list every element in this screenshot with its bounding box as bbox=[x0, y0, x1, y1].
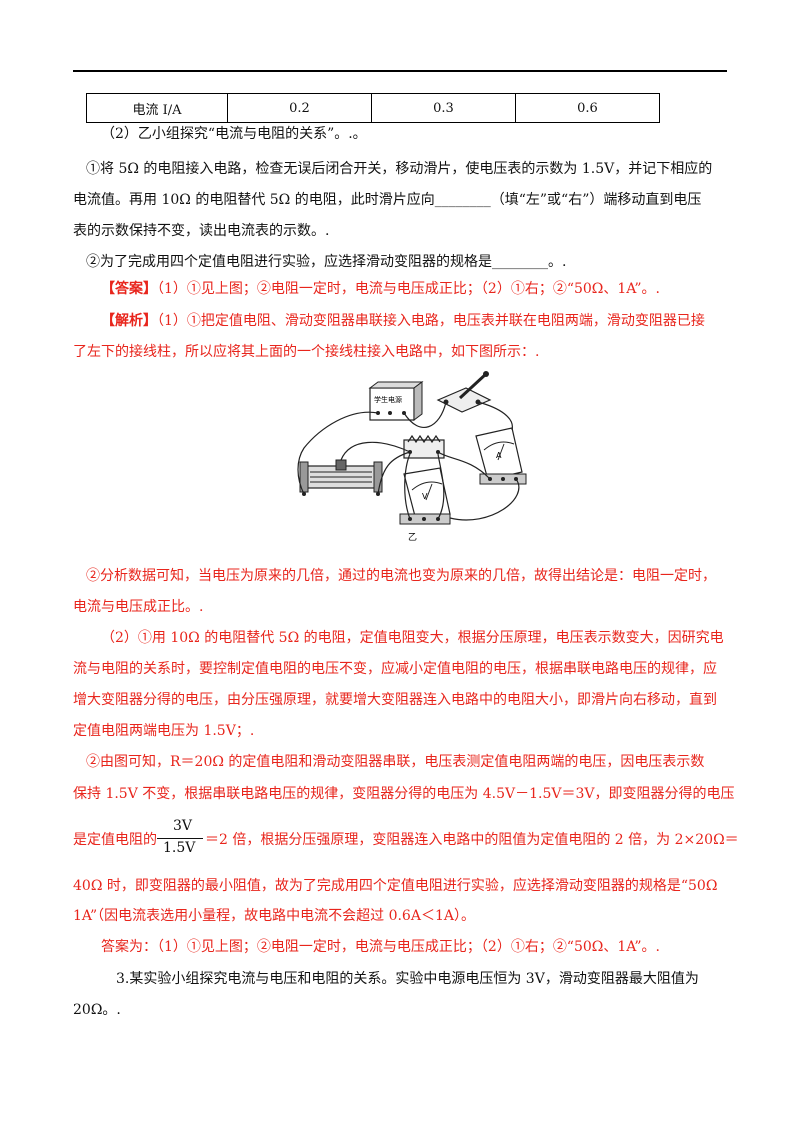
fraction-bar bbox=[157, 838, 203, 839]
table-cell: 0.3 bbox=[371, 93, 516, 123]
q2a-line2: 流与电阻的关系时，要控制定值电阻的电压不变，应减小定值电阻的电压，根据串联电路电… bbox=[73, 661, 717, 677]
q2-1-line1: ①将 5Ω 的电阻接入电路，检查无误后闭合开关，移动滑片，使电压表的示数为 1.… bbox=[86, 161, 713, 177]
voltmeter-label: V bbox=[422, 492, 428, 501]
q3-line1: 3.某实验小组探究电流与电压和电阻的关系。实验中电源电压恒为 3V，滑动变阻器最… bbox=[116, 971, 699, 987]
q2-2: ②为了完成用四个定值电阻进行实验，应选择滑动变阻器的规格是________。. bbox=[86, 254, 567, 270]
ammeter-icon: A bbox=[475, 427, 527, 485]
answer-line: 【答案】（1）①见上图；②电阻一定时，电流与电压成正比；（2）①右；②“50Ω、… bbox=[101, 279, 660, 299]
rheostat-icon bbox=[299, 459, 383, 496]
table-cell: 0.6 bbox=[515, 93, 660, 123]
figure-caption: 乙 bbox=[408, 532, 417, 543]
q2b-line5: 1A”（因电流表选用小量程，故电路中电流不会超过 0.6A＜1A）。 bbox=[73, 908, 475, 924]
fraction-denominator: 1.5V bbox=[163, 840, 196, 856]
circuit-wires bbox=[297, 401, 520, 521]
analysis2-line1: ②分析数据可知，当电压为原来的几倍，通过的电流也变为原来的几倍，故得出结论是：电… bbox=[86, 568, 716, 584]
ammeter-label: A bbox=[496, 451, 502, 460]
q2a-line4: 定值电阻两端电压为 1.5V；. bbox=[73, 723, 255, 739]
q2b-line1: ②由图可知，R＝20Ω 的定值电阻和滑动变阻器串联，电压表测定值电阻两端的电压，… bbox=[86, 754, 705, 770]
circuit-figure: 学生电源 A V bbox=[297, 371, 527, 543]
analysis2-line2: 电流与电压成正比。. bbox=[73, 599, 204, 615]
table-cell: 0.2 bbox=[227, 93, 372, 123]
answer-tag: 【答案】 bbox=[101, 281, 157, 297]
analysis-tag: 【解析】 bbox=[101, 313, 157, 329]
fraction: 3V 1.5V bbox=[157, 818, 205, 862]
analysis-line2: 了左下的接线柱，所以应将其上面的一个接线柱接入电路中，如下图所示：. bbox=[73, 344, 540, 360]
q2-1-line2: 电流值。再用 10Ω 的电阻替代 5Ω 的电阻，此时滑片应向________（填… bbox=[73, 192, 702, 208]
answer-text: （1）①见上图；②电阻一定时，电流与电压成正比；（2）①右；②“50Ω、1A”。… bbox=[157, 281, 660, 297]
table-header-cell: 电流 I/A bbox=[86, 93, 228, 123]
q2b-line3-post: ＝2 倍，根据分压强原理，变阻器连入电路中的阻值为定值电阻的 2 倍，为 2×2… bbox=[205, 832, 739, 848]
q2b-line2: 保持 1.5V 不变，根据串联电路电压的规律，变阻器分得的电压为 4.5V－1.… bbox=[73, 786, 735, 802]
q2-1-line3: 表的示数保持不变，读出电流表的示数。. bbox=[73, 223, 330, 239]
table-row: 电流 I/A 0.2 0.3 0.6 bbox=[86, 93, 660, 123]
q2b-line3-pre: 是定值电阻的 bbox=[73, 832, 157, 848]
final-answer: 答案为：（1）①见上图；②电阻一定时，电流与电压成正比；（2）①右；②“50Ω、… bbox=[101, 939, 660, 955]
voltmeter-icon: V bbox=[399, 467, 451, 525]
analysis-text: （1）①把定值电阻、滑动变阻器串联接入电路，电压表并联在电阻两端，滑动变阻器已接 bbox=[157, 313, 705, 329]
data-table: 电流 I/A 0.2 0.3 0.6 bbox=[86, 93, 660, 123]
q2-intro: （2）乙小组探究“电流与电阻的关系”。.。 bbox=[101, 126, 367, 142]
q2a-line1: （2）①用 10Ω 的电阻替代 5Ω 的电阻，定值电阻变大，根据分压原理，电压表… bbox=[101, 630, 724, 646]
header-rule bbox=[73, 70, 727, 72]
q2a-line3: 增大变阻器分得的电压，由分压强原理，就要增大变阻器连入电路中的电阻大小，即滑片向… bbox=[73, 692, 717, 708]
fraction-numerator: 3V bbox=[173, 818, 193, 834]
analysis-line1: 【解析】（1）①把定值电阻、滑动变阻器串联接入电路，电压表并联在电阻两端，滑动变… bbox=[101, 311, 705, 331]
power-supply-label: 学生电源 bbox=[374, 395, 402, 404]
power-supply-icon: 学生电源 bbox=[368, 381, 424, 421]
q2b-line4: 40Ω 时，即变阻器的最小阻值，故为了完成用四个定值电阻进行实验，应选择滑动变阻… bbox=[73, 878, 718, 894]
q3-line2: 20Ω。. bbox=[73, 1002, 121, 1018]
switch-icon bbox=[436, 371, 492, 413]
